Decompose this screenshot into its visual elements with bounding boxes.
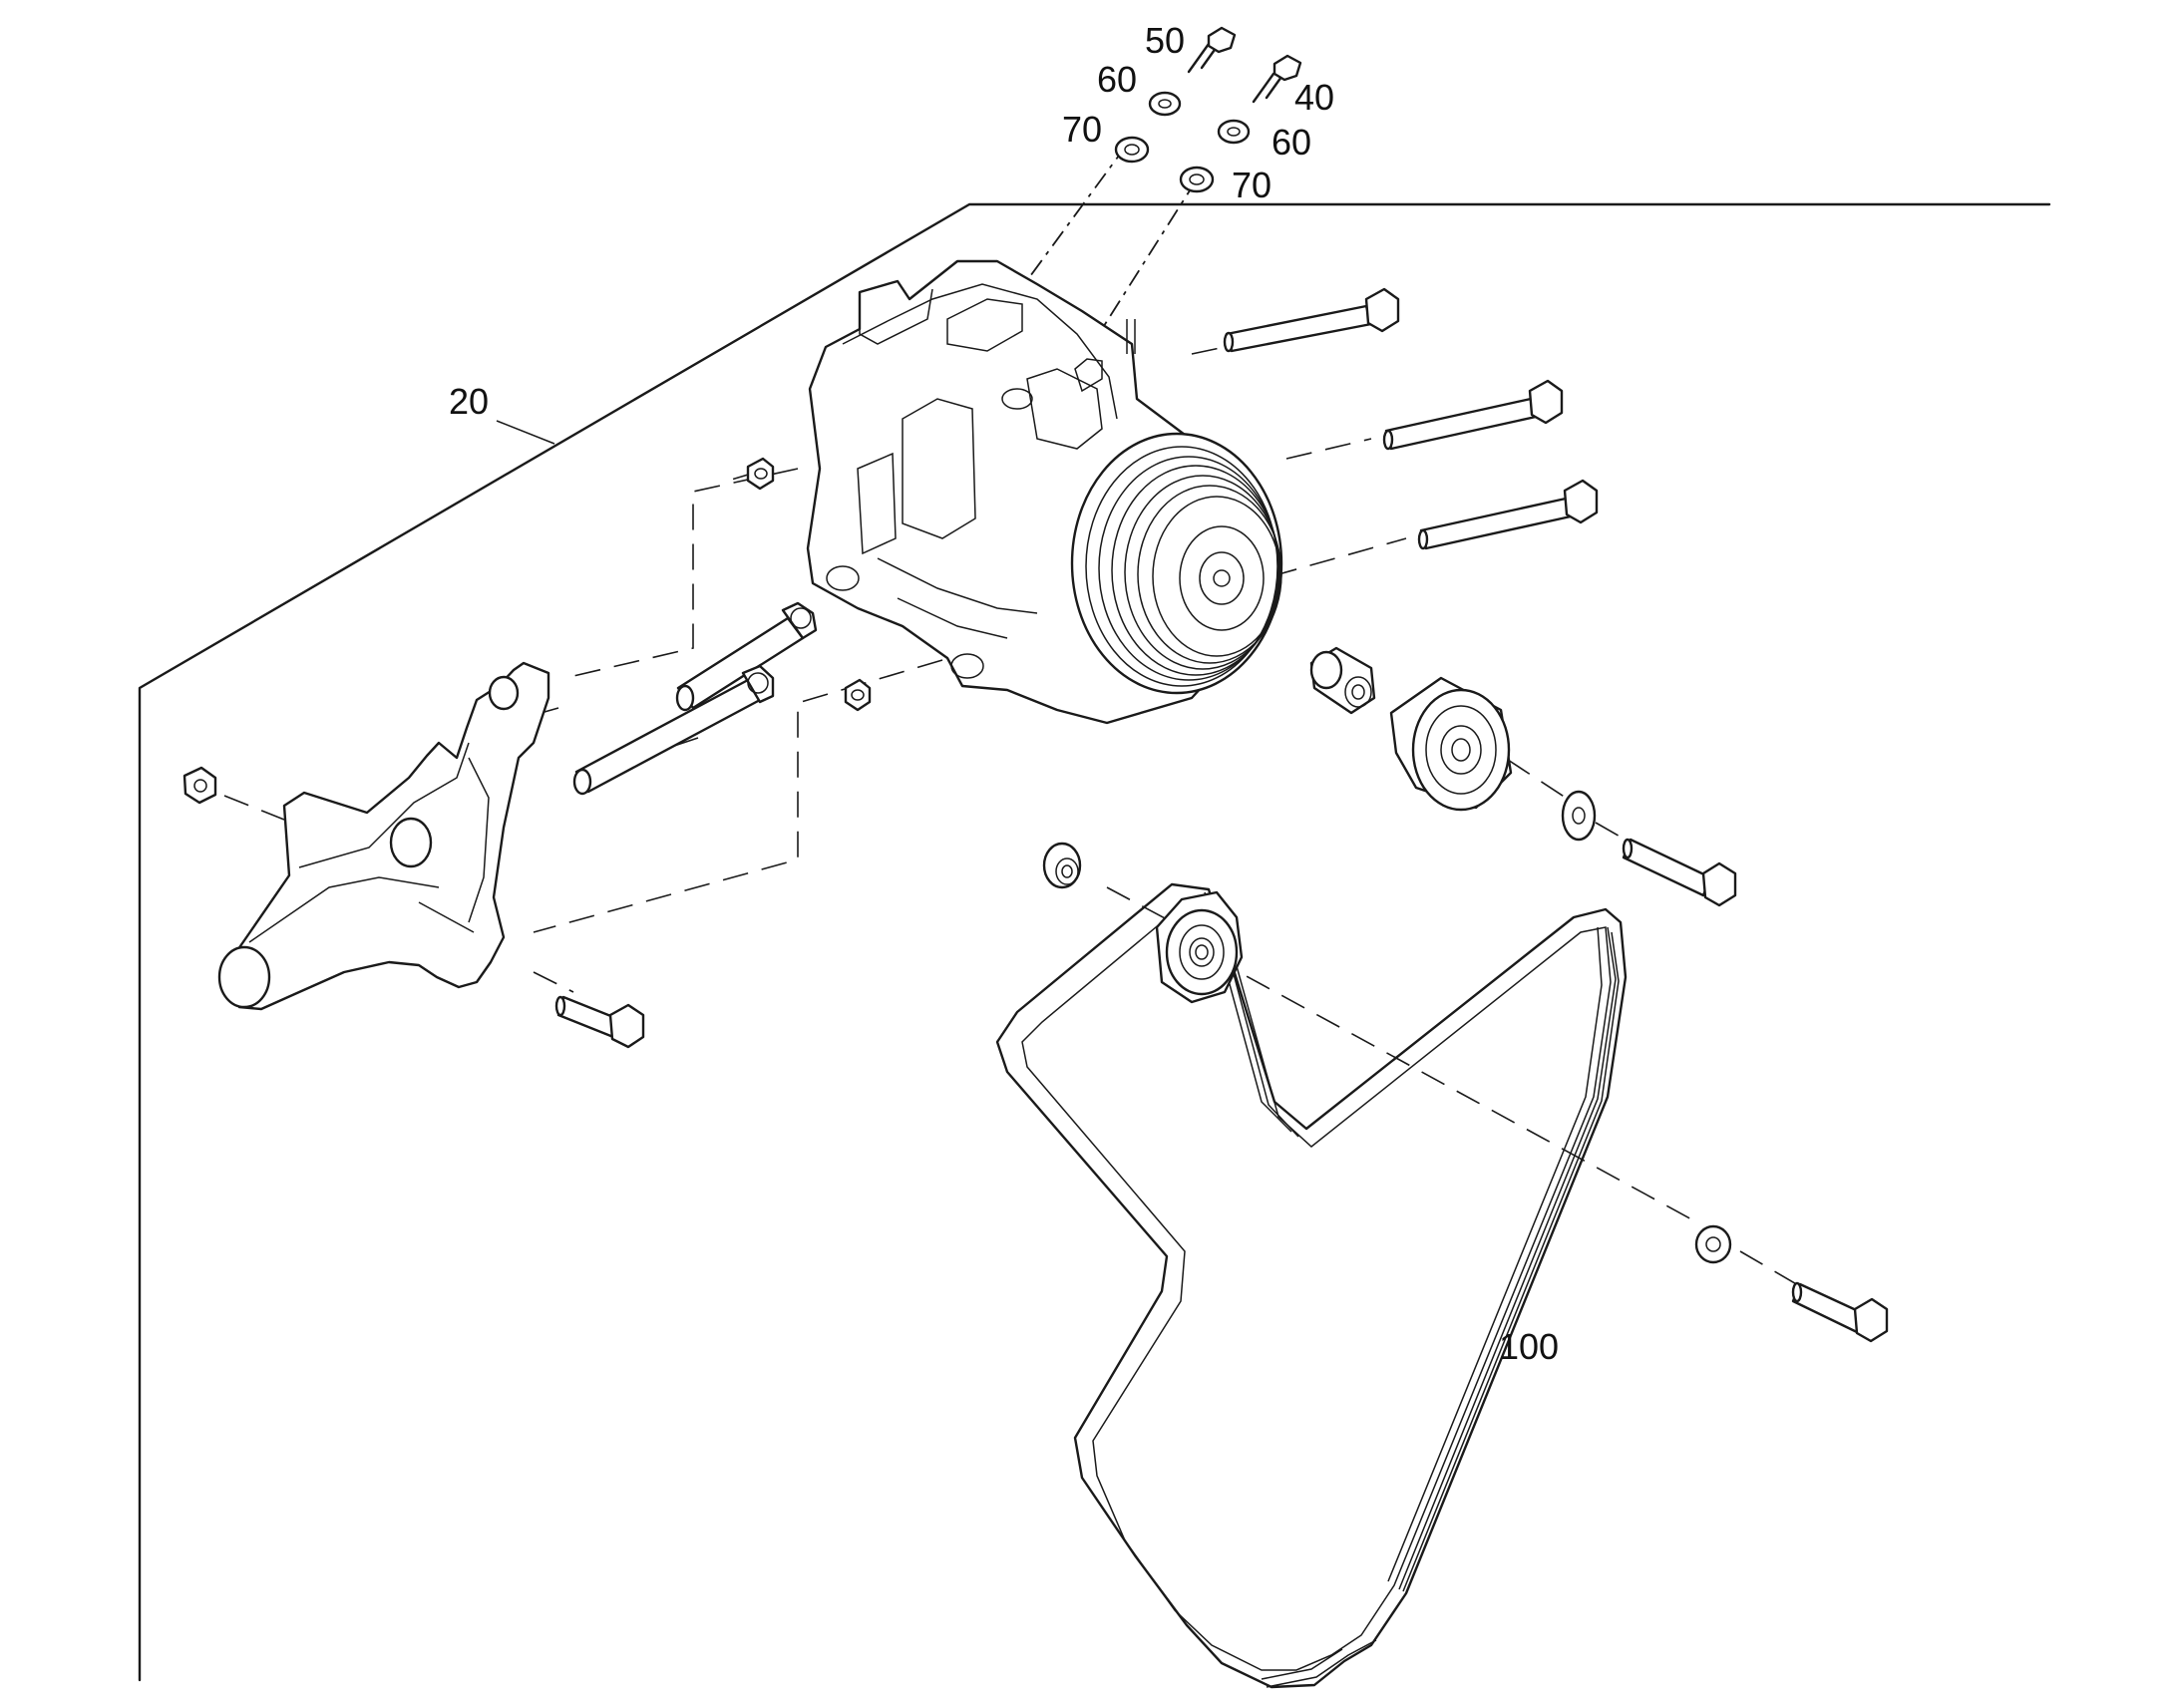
bracket-bolt-icon — [554, 995, 645, 1049]
belt-idler-pulley — [1155, 890, 1244, 1004]
belt-sleeve-icon — [1042, 842, 1082, 889]
part-callouts: 20 50 60 70 40 60 70 100 — [449, 20, 1559, 1367]
idler-pulley — [1389, 676, 1513, 812]
sleeve-lower-icon — [844, 678, 872, 712]
bracket-pins — [572, 601, 818, 796]
assembly-boundary — [138, 202, 2051, 1682]
callout-50: 50 — [1145, 20, 1185, 61]
mounting-bracket — [217, 661, 550, 1011]
washer-idler-icon — [1561, 790, 1597, 842]
pin-lower-icon — [572, 664, 775, 796]
callout-60-left: 60 — [1097, 59, 1137, 100]
callout-100: 100 — [1499, 1326, 1559, 1367]
screw-40-icon — [1252, 54, 1302, 104]
callout-70-right: 70 — [1232, 165, 1272, 205]
nut-left-icon — [182, 766, 217, 805]
screw-50-icon — [1187, 26, 1237, 74]
right-long-bolts — [1223, 287, 1599, 550]
washer-70-upper-left-icon — [1114, 136, 1150, 164]
screw-centerlines — [1021, 144, 1198, 330]
ac-compressor — [806, 259, 1283, 725]
washer-70-upper-right-icon — [1179, 166, 1215, 193]
long-bolt-upper-icon — [1223, 287, 1400, 353]
washer-60-upper-left-icon — [1148, 91, 1182, 117]
washer-lower-right-icon — [1694, 1224, 1732, 1264]
long-bolt-middle-icon — [1382, 379, 1564, 451]
bolt-idler-icon — [1622, 838, 1737, 907]
callout-60-right: 60 — [1272, 122, 1311, 163]
callout-40: 40 — [1294, 77, 1334, 118]
top-fasteners — [1114, 26, 1302, 193]
bolt-lower-right-icon — [1791, 1281, 1889, 1343]
long-bolt-lower-icon — [1417, 479, 1599, 550]
pin-upper-icon — [675, 601, 818, 712]
sleeve-upper-icon — [746, 457, 775, 491]
washer-60-upper-right-icon — [1217, 119, 1251, 145]
callout-70-left: 70 — [1062, 109, 1102, 150]
idler-spacer — [1309, 646, 1376, 715]
poly-v-belt — [995, 882, 1628, 1689]
callout-20: 20 — [449, 381, 489, 422]
sleeves — [746, 457, 872, 712]
